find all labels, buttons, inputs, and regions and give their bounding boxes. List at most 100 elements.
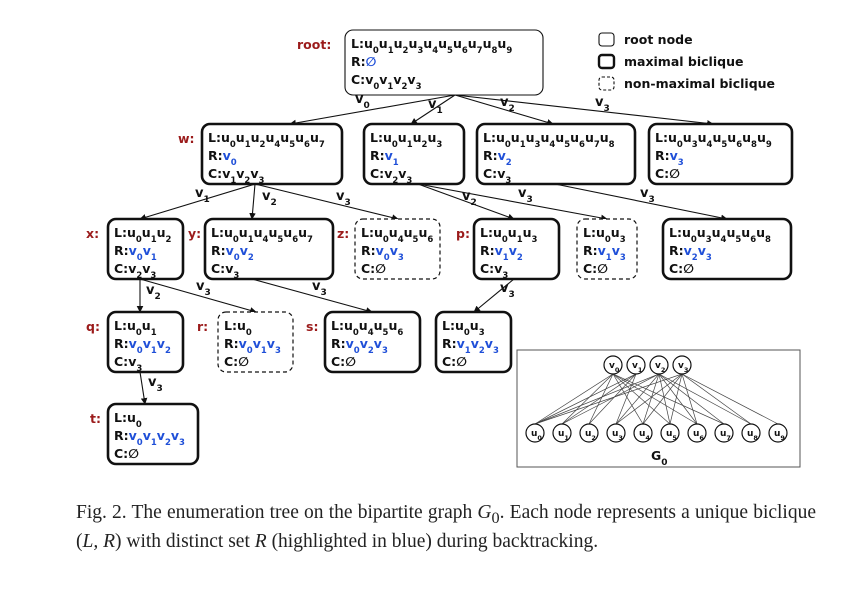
graph-vertex-u7: u7: [714, 423, 734, 443]
node-c-set: C:∅: [114, 446, 139, 461]
graph-edge-v3-u6: [681, 373, 698, 425]
edge-label-n2-p: v2: [462, 189, 477, 208]
node-r-set: R:v0: [208, 148, 237, 168]
graph-edge-v1-u0: [534, 373, 637, 425]
graph-edge-v2-u7: [658, 373, 725, 425]
svg-text:u0: u0: [531, 429, 542, 442]
svg-text:u6: u6: [693, 429, 704, 442]
graph-vertex-u9: u9: [768, 423, 788, 443]
edge-label-x-q: v2: [146, 283, 161, 302]
node-c-set: C:∅: [669, 261, 694, 276]
edge-label-w-z: v3: [336, 189, 351, 208]
svg-text:v3: v3: [678, 361, 688, 374]
svg-text:u9: u9: [774, 429, 785, 442]
graph-edge-v3-u0: [534, 373, 683, 425]
node-box-maximal: [472, 217, 561, 281]
graph-vertex-u5: u5: [660, 423, 680, 443]
tree-edge-root-n4: [454, 94, 714, 127]
edge-label-p-n14: v3: [500, 281, 515, 300]
node-tag: t:: [90, 411, 101, 426]
tree-edge-y-s: [251, 278, 373, 314]
node-box-maximal: [647, 122, 794, 186]
graph-edge-v2-u5: [658, 373, 671, 425]
graph-edge-v2-u4: [642, 373, 660, 425]
edge-label-root-n2: v1: [428, 97, 443, 116]
graph-edge-v1-u2: [588, 373, 637, 425]
edge-label-w-x: v1: [195, 186, 210, 205]
caption-part4: (highlighted in blue) during backtrackin…: [266, 530, 599, 552]
graph-vertex-v1: v1: [626, 355, 646, 375]
node-l-set: L:u0u3: [442, 318, 485, 338]
node-box-maximal: [661, 217, 793, 281]
node-box-maximal: [434, 310, 513, 374]
graph-edge-v1-u1: [561, 373, 637, 425]
tree-edge-x-r: [139, 278, 257, 314]
node-r-set: R:v0v2v3: [331, 336, 388, 356]
tree-edge-q-t: [139, 371, 148, 405]
node-l-set: L:u0u1u3: [480, 225, 538, 245]
tree-nodes: root:L:u0u1u2u3u4u5u6u7u8u9R:∅C:v0v1v2v3…: [86, 29, 794, 466]
graph-vertex-v2: v2: [649, 355, 669, 375]
node-c-set: C:v3: [480, 261, 508, 281]
graph-edge-v2-u1: [561, 373, 660, 425]
tree-edge-n2-p: [417, 183, 515, 221]
node-r-set: R:v0v1v3: [224, 336, 281, 356]
graph-edge-v2-u3: [615, 373, 660, 425]
tree-edge-n2-n9: [417, 183, 608, 222]
node-tag: x:: [86, 226, 99, 241]
graph-edge-v0-u2: [588, 373, 614, 425]
graph-edge-v3-u4: [642, 373, 683, 425]
edge-label-y-s: v3: [312, 279, 327, 298]
tree-edge-n3-n10: [554, 183, 728, 222]
node-r-set: R:v0v1: [114, 243, 157, 263]
node-l-set: L:u0u1: [114, 318, 157, 338]
caption-graph-sub: 0: [491, 508, 500, 527]
graph-vertex-u4: u4: [633, 423, 653, 443]
edge-label-n2-n9: v3: [518, 186, 533, 205]
svg-text:u4: u4: [639, 429, 650, 442]
node-box-maximal: [200, 122, 344, 186]
edge-label-w-y: v2: [262, 189, 277, 208]
svg-text:v1: v1: [632, 361, 643, 374]
node-r-set: R:v1v2: [480, 243, 523, 263]
caption-part3: ) with distinct set: [115, 530, 255, 552]
svg-text:u3: u3: [612, 429, 623, 442]
node-c-set: C:∅: [442, 354, 467, 369]
caption-math-r: R: [254, 530, 267, 552]
tree-edge-root-n2: [410, 94, 456, 125]
node-tag: s:: [306, 319, 318, 334]
caption-math-lr: L, R: [82, 530, 116, 552]
graph-edge-v0-u4: [612, 373, 644, 425]
node-box-maximal: [106, 217, 185, 281]
node-l-set: L:u0u3u4u5u6u8u9: [655, 130, 772, 150]
node-c-set: C:v3: [211, 261, 239, 281]
caption-part1: The enumeration tree on the bipartite gr…: [131, 502, 478, 523]
edge-label-root-n4: v3: [595, 95, 610, 114]
svg-text:v2: v2: [655, 361, 665, 374]
node-l-set: L:u0u1u4u5u6u7: [211, 225, 313, 245]
caption-part2: . Each node represents a unique biclique…: [76, 502, 817, 552]
tree-edge-root-n3: [454, 94, 554, 126]
node-r-set: R:v2v3: [669, 243, 712, 263]
node-c-set: C:v3: [114, 354, 142, 374]
graph-edge-v0-u1: [561, 373, 614, 425]
svg-text:u2: u2: [585, 429, 596, 442]
node-r-set: R:v0v1v2: [114, 336, 171, 356]
graph-edge-v3-u3: [615, 373, 683, 425]
node-r-set: R:v1: [370, 148, 399, 168]
graph-vertex-u6: u6: [687, 423, 707, 443]
